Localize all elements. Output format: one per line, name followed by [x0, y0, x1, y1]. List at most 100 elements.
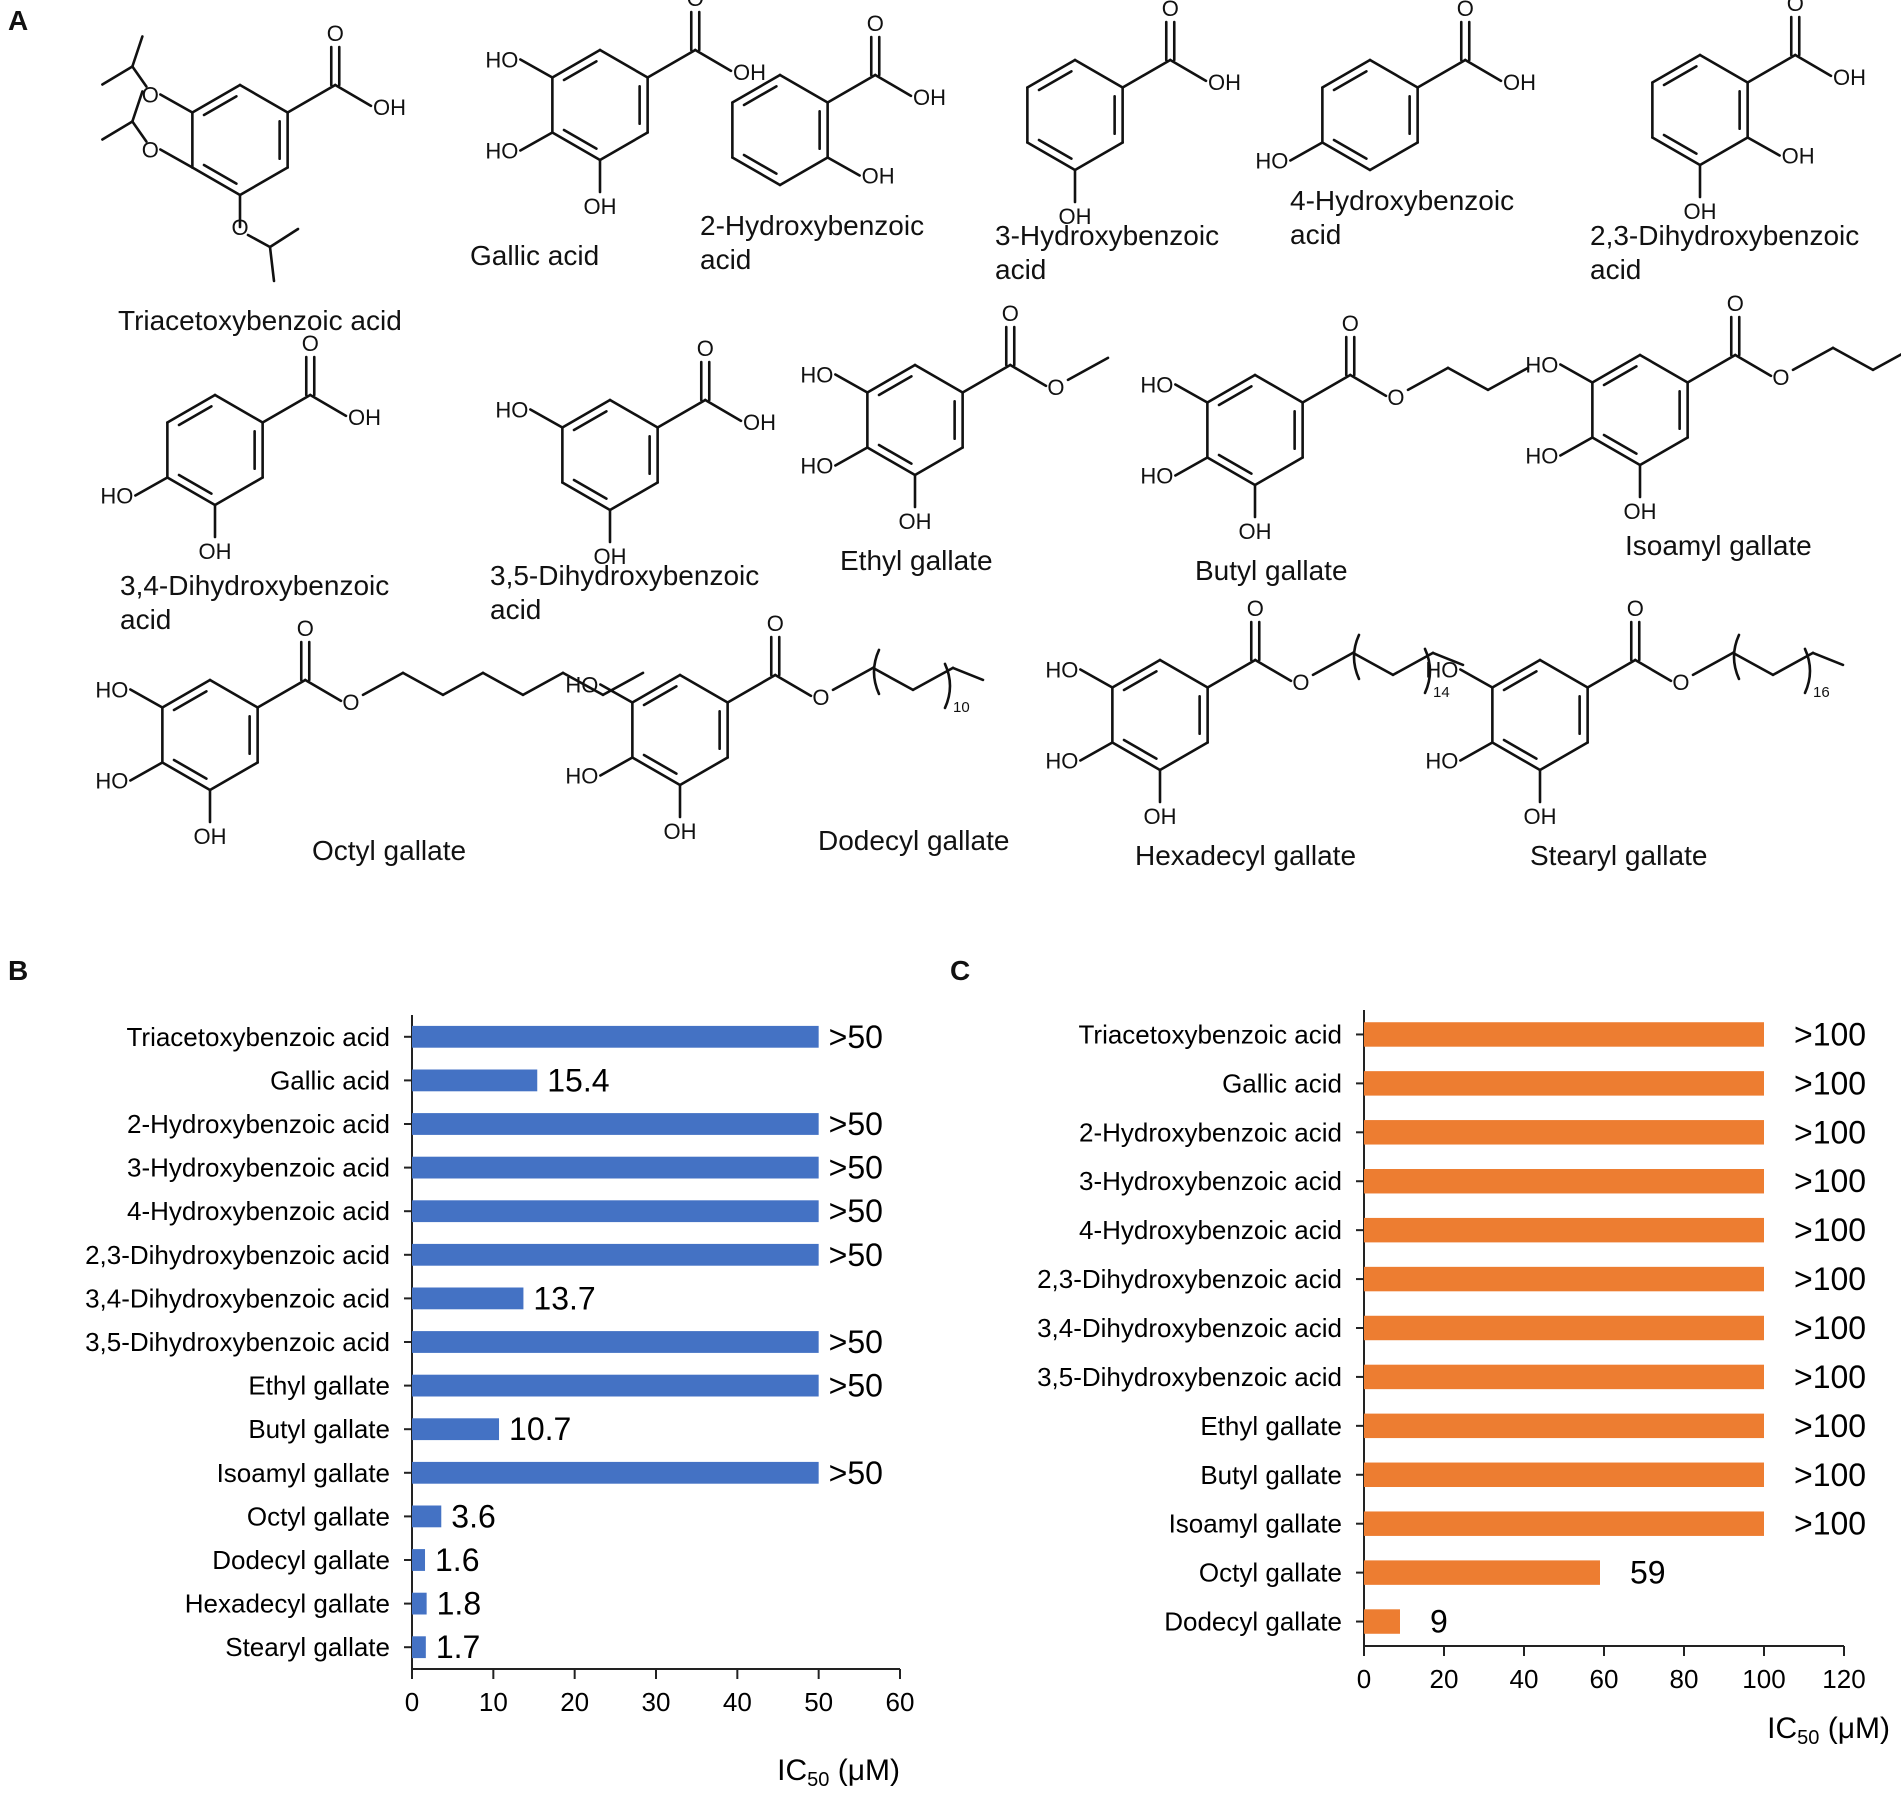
bond — [246, 233, 272, 249]
bond — [1158, 658, 1209, 689]
category-label: Dodecyl gallate — [1164, 1607, 1342, 1637]
bond — [166, 393, 217, 424]
bond — [601, 671, 645, 697]
ester-oxygen: O — [142, 83, 159, 108]
bond — [1079, 668, 1114, 689]
bond — [1793, 53, 1833, 78]
bond — [678, 756, 729, 787]
category-label: Gallic acid — [1222, 1068, 1342, 1098]
bond — [1301, 373, 1352, 404]
hydroxyl-group: HO — [495, 398, 528, 423]
bond — [361, 671, 405, 697]
bond — [134, 476, 169, 497]
bond — [401, 671, 445, 697]
compound-name: 3,4-Dihydroxybenzoic — [120, 570, 389, 601]
bond — [1391, 651, 1435, 677]
value-label: 13.7 — [533, 1280, 595, 1316]
value-label: 15.4 — [547, 1062, 609, 1098]
value-label: >50 — [829, 1368, 883, 1404]
bond — [286, 83, 337, 114]
bar — [412, 1636, 426, 1659]
hydroxyl-group: HO — [1255, 149, 1288, 174]
bond — [778, 73, 829, 104]
ester-oxygen: O — [342, 690, 359, 715]
compound-name: Gallic acid — [470, 240, 599, 271]
bond — [1332, 70, 1368, 92]
ester-oxygen: O — [1672, 670, 1689, 695]
bar — [412, 1418, 500, 1441]
bond — [1368, 58, 1419, 89]
category-label: Triacetoxybenzoic acid — [1079, 1019, 1343, 1049]
bar — [1364, 1462, 1764, 1487]
hydroxyl-group: HO — [565, 673, 598, 698]
hydroxyl-group: OH — [1684, 199, 1717, 224]
hydroxyl-group: OH — [348, 405, 381, 430]
x-tick-label: 80 — [1670, 1664, 1699, 1694]
bond — [333, 83, 373, 108]
x-tick-label: 60 — [1590, 1664, 1619, 1694]
bond — [131, 35, 144, 68]
bond — [213, 393, 264, 424]
x-tick-label: 40 — [1510, 1664, 1539, 1694]
compound-name: Butyl gallate — [1195, 555, 1348, 586]
bar — [412, 1025, 819, 1048]
bond — [238, 166, 289, 197]
chain-subscript: 14 — [1433, 684, 1450, 701]
bond — [1168, 58, 1208, 83]
compound-name: Triacetoxybenzoic acid — [118, 305, 402, 336]
bond — [1037, 138, 1073, 160]
bar — [412, 1331, 819, 1353]
hydroxyl-group: OH — [1782, 144, 1815, 169]
value-label: >100 — [1794, 1506, 1866, 1542]
oxygen-atom: O — [767, 611, 784, 636]
bond — [131, 120, 148, 143]
x-tick-label: 30 — [642, 1687, 671, 1717]
category-label: 3,4-Dihydroxybenzoic acid — [1037, 1313, 1342, 1343]
value-label: 1.8 — [437, 1586, 481, 1622]
bond — [561, 481, 612, 512]
bond — [866, 363, 917, 394]
value-label: >50 — [829, 1019, 883, 1055]
bond — [1206, 456, 1257, 487]
hydroxyl-group: HO — [1045, 658, 1078, 683]
bond — [1253, 373, 1304, 404]
bar — [1364, 1217, 1764, 1243]
bracket — [1732, 633, 1741, 681]
hydroxyl-group: OH — [194, 824, 227, 849]
bond — [1746, 136, 1781, 157]
bond — [172, 758, 208, 780]
bond — [1037, 70, 1073, 92]
ester-oxygen: O — [1772, 365, 1789, 390]
bond — [1733, 353, 1773, 378]
hydroxyl-group: HO — [1140, 464, 1173, 489]
bond — [678, 673, 729, 704]
bond — [1731, 651, 1775, 677]
bond — [1463, 58, 1503, 83]
bond — [1638, 353, 1689, 384]
bracket — [1423, 647, 1432, 695]
bond — [951, 666, 985, 682]
bond — [261, 393, 312, 424]
hydroxyl-group: OH — [1524, 804, 1557, 829]
bond — [562, 60, 598, 82]
bond — [703, 398, 743, 423]
compound-name: acid — [1590, 254, 1641, 285]
oxygen-atom: O — [867, 11, 884, 36]
bond — [871, 666, 915, 692]
ester-oxygen: O — [1292, 670, 1309, 695]
bond — [1111, 658, 1162, 689]
compound-name: acid — [700, 244, 751, 275]
bond — [1586, 658, 1637, 689]
value-label: >50 — [829, 1106, 883, 1142]
hydroxyl-group: HO — [95, 769, 128, 794]
hydroxyl-group: OH — [913, 85, 946, 110]
value-label: >50 — [829, 1324, 883, 1360]
bond — [101, 65, 134, 86]
hydroxyl-group: HO — [95, 678, 128, 703]
bond — [913, 446, 964, 477]
ester-oxygen: O — [1387, 385, 1404, 410]
oxygen-atom: O — [1002, 301, 1019, 326]
bond — [441, 671, 485, 697]
bond — [1662, 65, 1698, 87]
